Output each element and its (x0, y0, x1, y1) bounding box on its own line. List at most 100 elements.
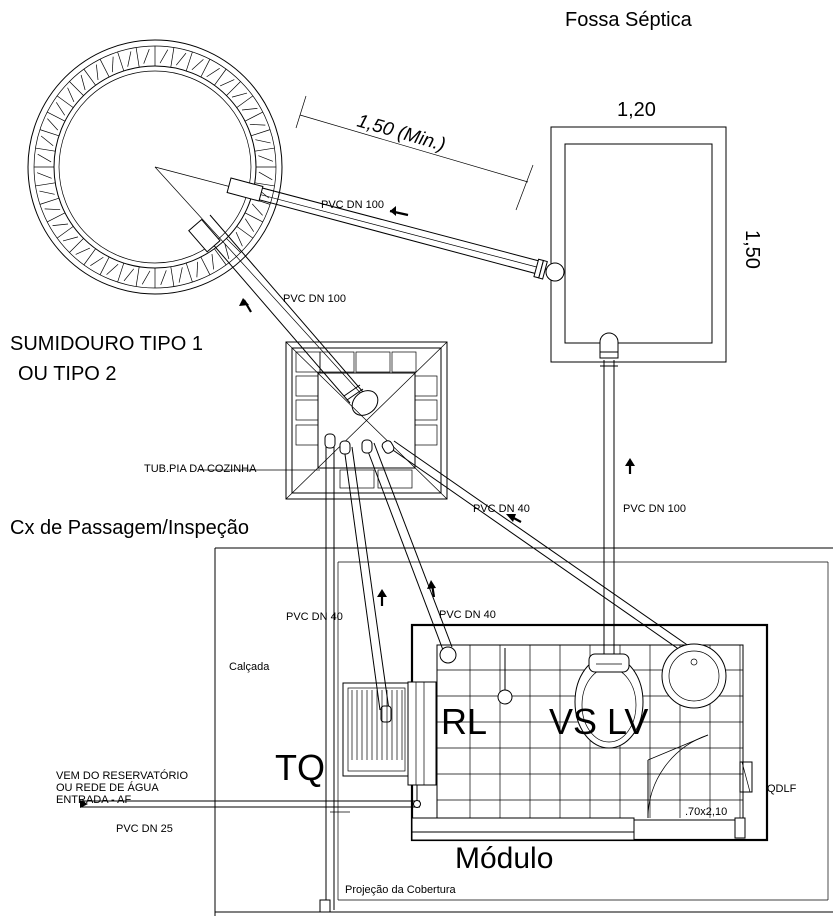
brick-joint (219, 79, 235, 87)
brick-joint (83, 68, 96, 86)
brick-joint (55, 102, 66, 116)
brick-joint (178, 267, 183, 283)
brick-joint (235, 231, 243, 247)
brick-joint (251, 203, 263, 216)
caixa-tile (295, 424, 319, 446)
pipe-fossa-sumidouro (154, 166, 565, 282)
caixa-tile (295, 375, 319, 397)
tq-label: TQ (275, 747, 325, 788)
brick-joint (141, 270, 151, 285)
pipe-label-vs: PVC DN 100 (623, 503, 686, 515)
pipe-caixa-sumidouro (154, 166, 379, 416)
pipe-label-lv: PVC DN 40 (473, 503, 530, 515)
brick-joint (40, 135, 54, 147)
brick-joint (99, 59, 110, 78)
drain-pipes (200, 332, 698, 913)
brick-joint (39, 129, 60, 137)
brick-joint (159, 49, 169, 64)
brick-joint (244, 111, 263, 122)
brick-joint (241, 108, 258, 111)
brick-joint (170, 47, 175, 68)
brick-joint (123, 268, 135, 282)
brick-joint (47, 118, 59, 131)
brick-joint (214, 68, 227, 86)
brick-joint (196, 261, 199, 278)
brick-joint (226, 238, 241, 253)
fossa-title: Fossa Séptica (565, 9, 693, 31)
vem-line-3: ENTRADA - AF (56, 794, 131, 806)
brick-joint (39, 190, 55, 195)
brick-joint (170, 266, 175, 287)
brick-joint (254, 182, 275, 187)
calcada-label: Calçada (229, 661, 270, 673)
brick-joint (206, 67, 220, 78)
brick-joint (47, 212, 66, 223)
sumidouro-title-1: SUMIDOURO TIPO 1 (10, 333, 203, 355)
brick-joint (52, 223, 69, 226)
brick-joint (224, 243, 230, 260)
projecao-label: Projeção da Cobertura (345, 884, 457, 896)
brick-joint (255, 139, 271, 144)
brick-joint (226, 81, 241, 96)
brick-joint (37, 153, 52, 163)
brick-joint (258, 171, 273, 181)
brick-joint (160, 270, 167, 285)
brick-joint (67, 87, 75, 103)
fossa-septica (550, 126, 727, 363)
brick-joint (56, 95, 74, 108)
modulo-title: Módulo (455, 842, 553, 875)
brick-joint (37, 172, 52, 179)
lot-lines (214, 547, 833, 916)
door-label: .70x2,10 (685, 806, 727, 818)
qdlf-label: QDLF (767, 783, 797, 795)
pipe-label-caixa-sumidouro: PVC DN 100 (283, 293, 346, 305)
brick-joint (135, 47, 140, 68)
brick-joint (44, 208, 61, 211)
fossa-length: 1,50 (741, 230, 763, 269)
pipe-label-fossa-sumidouro: PVC DN 100 (321, 199, 384, 211)
brick-joint (62, 236, 79, 242)
caixa-tile (414, 375, 438, 397)
fossa-width: 1,20 (617, 99, 656, 121)
vs-lv-label: VS LV (549, 701, 648, 742)
brick-joint (211, 253, 214, 270)
caixa-tile (355, 351, 391, 373)
caixa-tile (414, 399, 438, 421)
brick-joint (69, 238, 84, 253)
vem-line-1: VEM DO RESERVATÓRIO (56, 769, 188, 782)
caixa-tile (414, 424, 438, 446)
brick-joint (56, 226, 74, 239)
brick-joint (99, 256, 110, 275)
brick-joint (254, 147, 275, 152)
caixa-passagem (285, 341, 448, 500)
brick-joint (106, 263, 119, 275)
brick-joint (250, 129, 271, 137)
pipe-label-rl: PVC DN 40 (439, 609, 496, 621)
brick-joint (258, 155, 273, 162)
brick-joint (111, 56, 114, 73)
rl-label: RL (441, 701, 487, 742)
brick-joint (117, 262, 125, 283)
brick-joint (185, 262, 193, 283)
brick-joint (191, 59, 204, 71)
brick-joint (244, 218, 255, 232)
brick-joint (35, 147, 56, 152)
brick-joint (83, 248, 96, 266)
brick-joint (185, 51, 193, 72)
brick-joint (175, 52, 187, 66)
caixa-tile (377, 469, 413, 489)
caixa-tile (391, 351, 417, 373)
brick-joint (135, 266, 140, 287)
caixa-title: Cx de Passagem/Inspeção (10, 517, 249, 539)
brick-joint (231, 92, 248, 98)
brick-joint (80, 74, 86, 91)
brick-joint (69, 81, 84, 96)
modulo (80, 623, 769, 842)
brick-joint (200, 256, 211, 275)
pipe-label-agua: PVC DN 25 (116, 823, 173, 835)
dimension-min-distance (295, 95, 534, 211)
brick-joint (214, 248, 227, 266)
caixa-tile (319, 351, 355, 373)
pipe-label-tq: PVC DN 40 (286, 611, 343, 623)
